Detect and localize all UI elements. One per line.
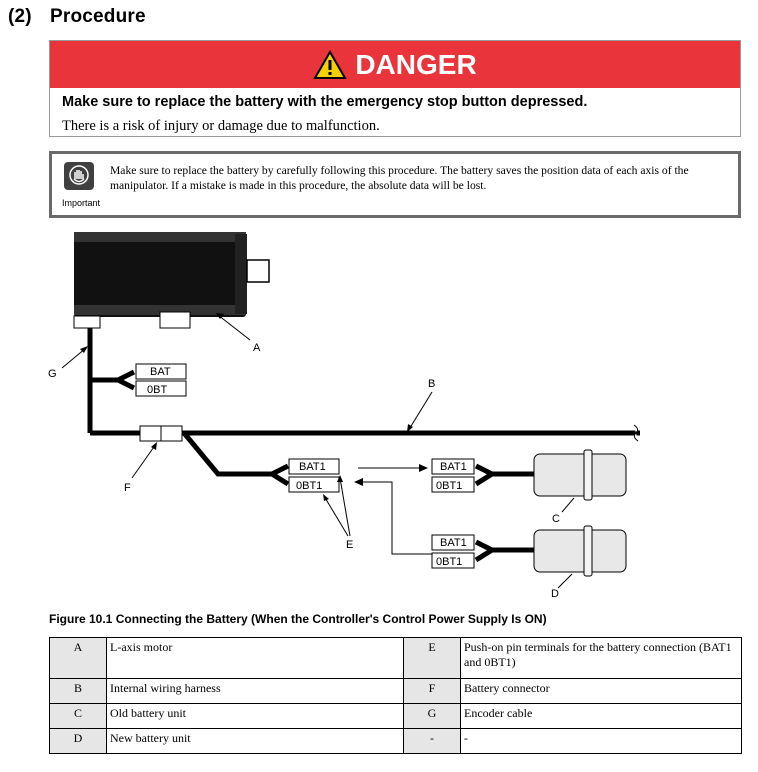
tag-bat1-new <box>431 534 475 551</box>
label-c-leader <box>561 497 575 513</box>
battery-connection-diagram: A G BAT 0BT B F BAT1 0BT1 E BAT1 0BT1 C <box>48 232 640 600</box>
label-e: E <box>346 539 353 551</box>
legend-key: - <box>403 728 461 754</box>
label-a: A <box>253 342 261 354</box>
old-battery-unit <box>533 449 627 501</box>
table-row: C Old battery unit G Encoder cable <box>49 703 742 729</box>
legend-desc: New battery unit <box>106 728 404 754</box>
tag-obt1-old-text: 0BT1 <box>436 480 462 492</box>
tag-obt <box>135 380 187 397</box>
label-b-arrow <box>407 424 413 432</box>
important-label: Important <box>62 198 101 208</box>
legend-desc: Old battery unit <box>106 703 404 729</box>
tag-obt1-new-text: 0BT1 <box>436 556 462 568</box>
figure-caption: Figure 10.1 Connecting the Battery (When… <box>49 612 547 626</box>
table-row: B Internal wiring harness F Battery conn… <box>49 678 742 704</box>
label-b: B <box>428 378 435 390</box>
label-e-leader-2 <box>339 477 351 537</box>
battery-lead <box>182 431 290 487</box>
label-d-leader <box>557 573 573 589</box>
legend-desc: L-axis motor <box>106 637 404 679</box>
legend-key: A <box>49 637 107 679</box>
danger-text: There is a risk of injury or damage due … <box>62 118 380 134</box>
arrow-from-new-battery <box>362 481 432 555</box>
legend-key: G <box>403 703 461 729</box>
tag-bat <box>135 363 187 380</box>
new-battery-lead <box>474 539 534 563</box>
danger-notice: DANGER Make sure to replace the battery … <box>49 40 741 137</box>
label-e-arrow-1 <box>323 494 329 501</box>
label-d: D <box>551 588 559 600</box>
label-e-leader-1 <box>323 495 349 537</box>
label-b-leader <box>407 391 433 432</box>
legend-key: B <box>49 678 107 704</box>
label-a-arrow <box>216 313 224 319</box>
new-battery-unit <box>533 525 627 577</box>
tag-bat1-harness <box>288 458 340 475</box>
legend-key: C <box>49 703 107 729</box>
warning-triangle-icon <box>313 49 348 79</box>
arrow-from-new-battery-head <box>354 478 363 486</box>
label-a-leader <box>217 314 251 341</box>
l-axis-motor <box>73 232 270 329</box>
danger-title: DANGER <box>355 48 477 80</box>
section-title: Procedure <box>50 6 146 27</box>
table-row: A L-axis motor E Push-on pin terminals f… <box>49 637 742 679</box>
tag-obt-text: 0BT <box>147 384 167 396</box>
legend-desc: Internal wiring harness <box>106 678 404 704</box>
section-heading: (2) Procedure <box>8 6 146 28</box>
arrow-to-old-battery-head <box>419 464 428 472</box>
tag-obt1-old <box>431 476 475 493</box>
danger-header: DANGER <box>50 41 740 88</box>
tag-obt1-new <box>431 552 475 569</box>
old-battery-lead <box>474 463 534 487</box>
label-g-arrow <box>80 346 88 353</box>
important-text: Make sure to replace the battery by care… <box>110 164 689 192</box>
tag-bat1-old-text: BAT1 <box>440 461 467 473</box>
legend-desc: - <box>460 728 742 754</box>
tag-bat-text: BAT <box>150 366 171 378</box>
legend-key: D <box>49 728 107 754</box>
important-hand-icon <box>64 162 94 190</box>
label-g-leader <box>61 347 87 369</box>
legend-desc: Encoder cable <box>460 703 742 729</box>
tag-bat1-old <box>431 458 475 475</box>
legend-desc: Battery connector <box>460 678 742 704</box>
label-c: C <box>552 513 560 525</box>
label-g: G <box>48 368 57 380</box>
tag-bat1-new-text: BAT1 <box>440 537 467 549</box>
tag-obt1-harness-text: 0BT1 <box>296 480 322 492</box>
label-e-arrow-2 <box>337 475 343 482</box>
label-f-leader <box>131 443 157 479</box>
legend-desc: Push-on pin terminals for the battery co… <box>460 637 742 679</box>
harness-break-mark <box>633 424 639 442</box>
important-notice: Important Make sure to replace the batte… <box>49 151 741 218</box>
label-f: F <box>124 482 131 494</box>
motor-battery-branch <box>90 369 136 391</box>
table-row: D New battery unit - - <box>49 728 742 754</box>
section-number: (2) <box>8 6 32 27</box>
danger-bold-text: Make sure to replace the battery with th… <box>62 94 588 110</box>
legend-table: A L-axis motor E Push-on pin terminals f… <box>49 637 742 754</box>
tag-obt1-harness <box>288 476 340 493</box>
legend-key: F <box>403 678 461 704</box>
tag-bat1-harness-text: BAT1 <box>299 461 326 473</box>
legend-key: E <box>403 637 461 679</box>
label-f-arrow <box>151 442 157 450</box>
